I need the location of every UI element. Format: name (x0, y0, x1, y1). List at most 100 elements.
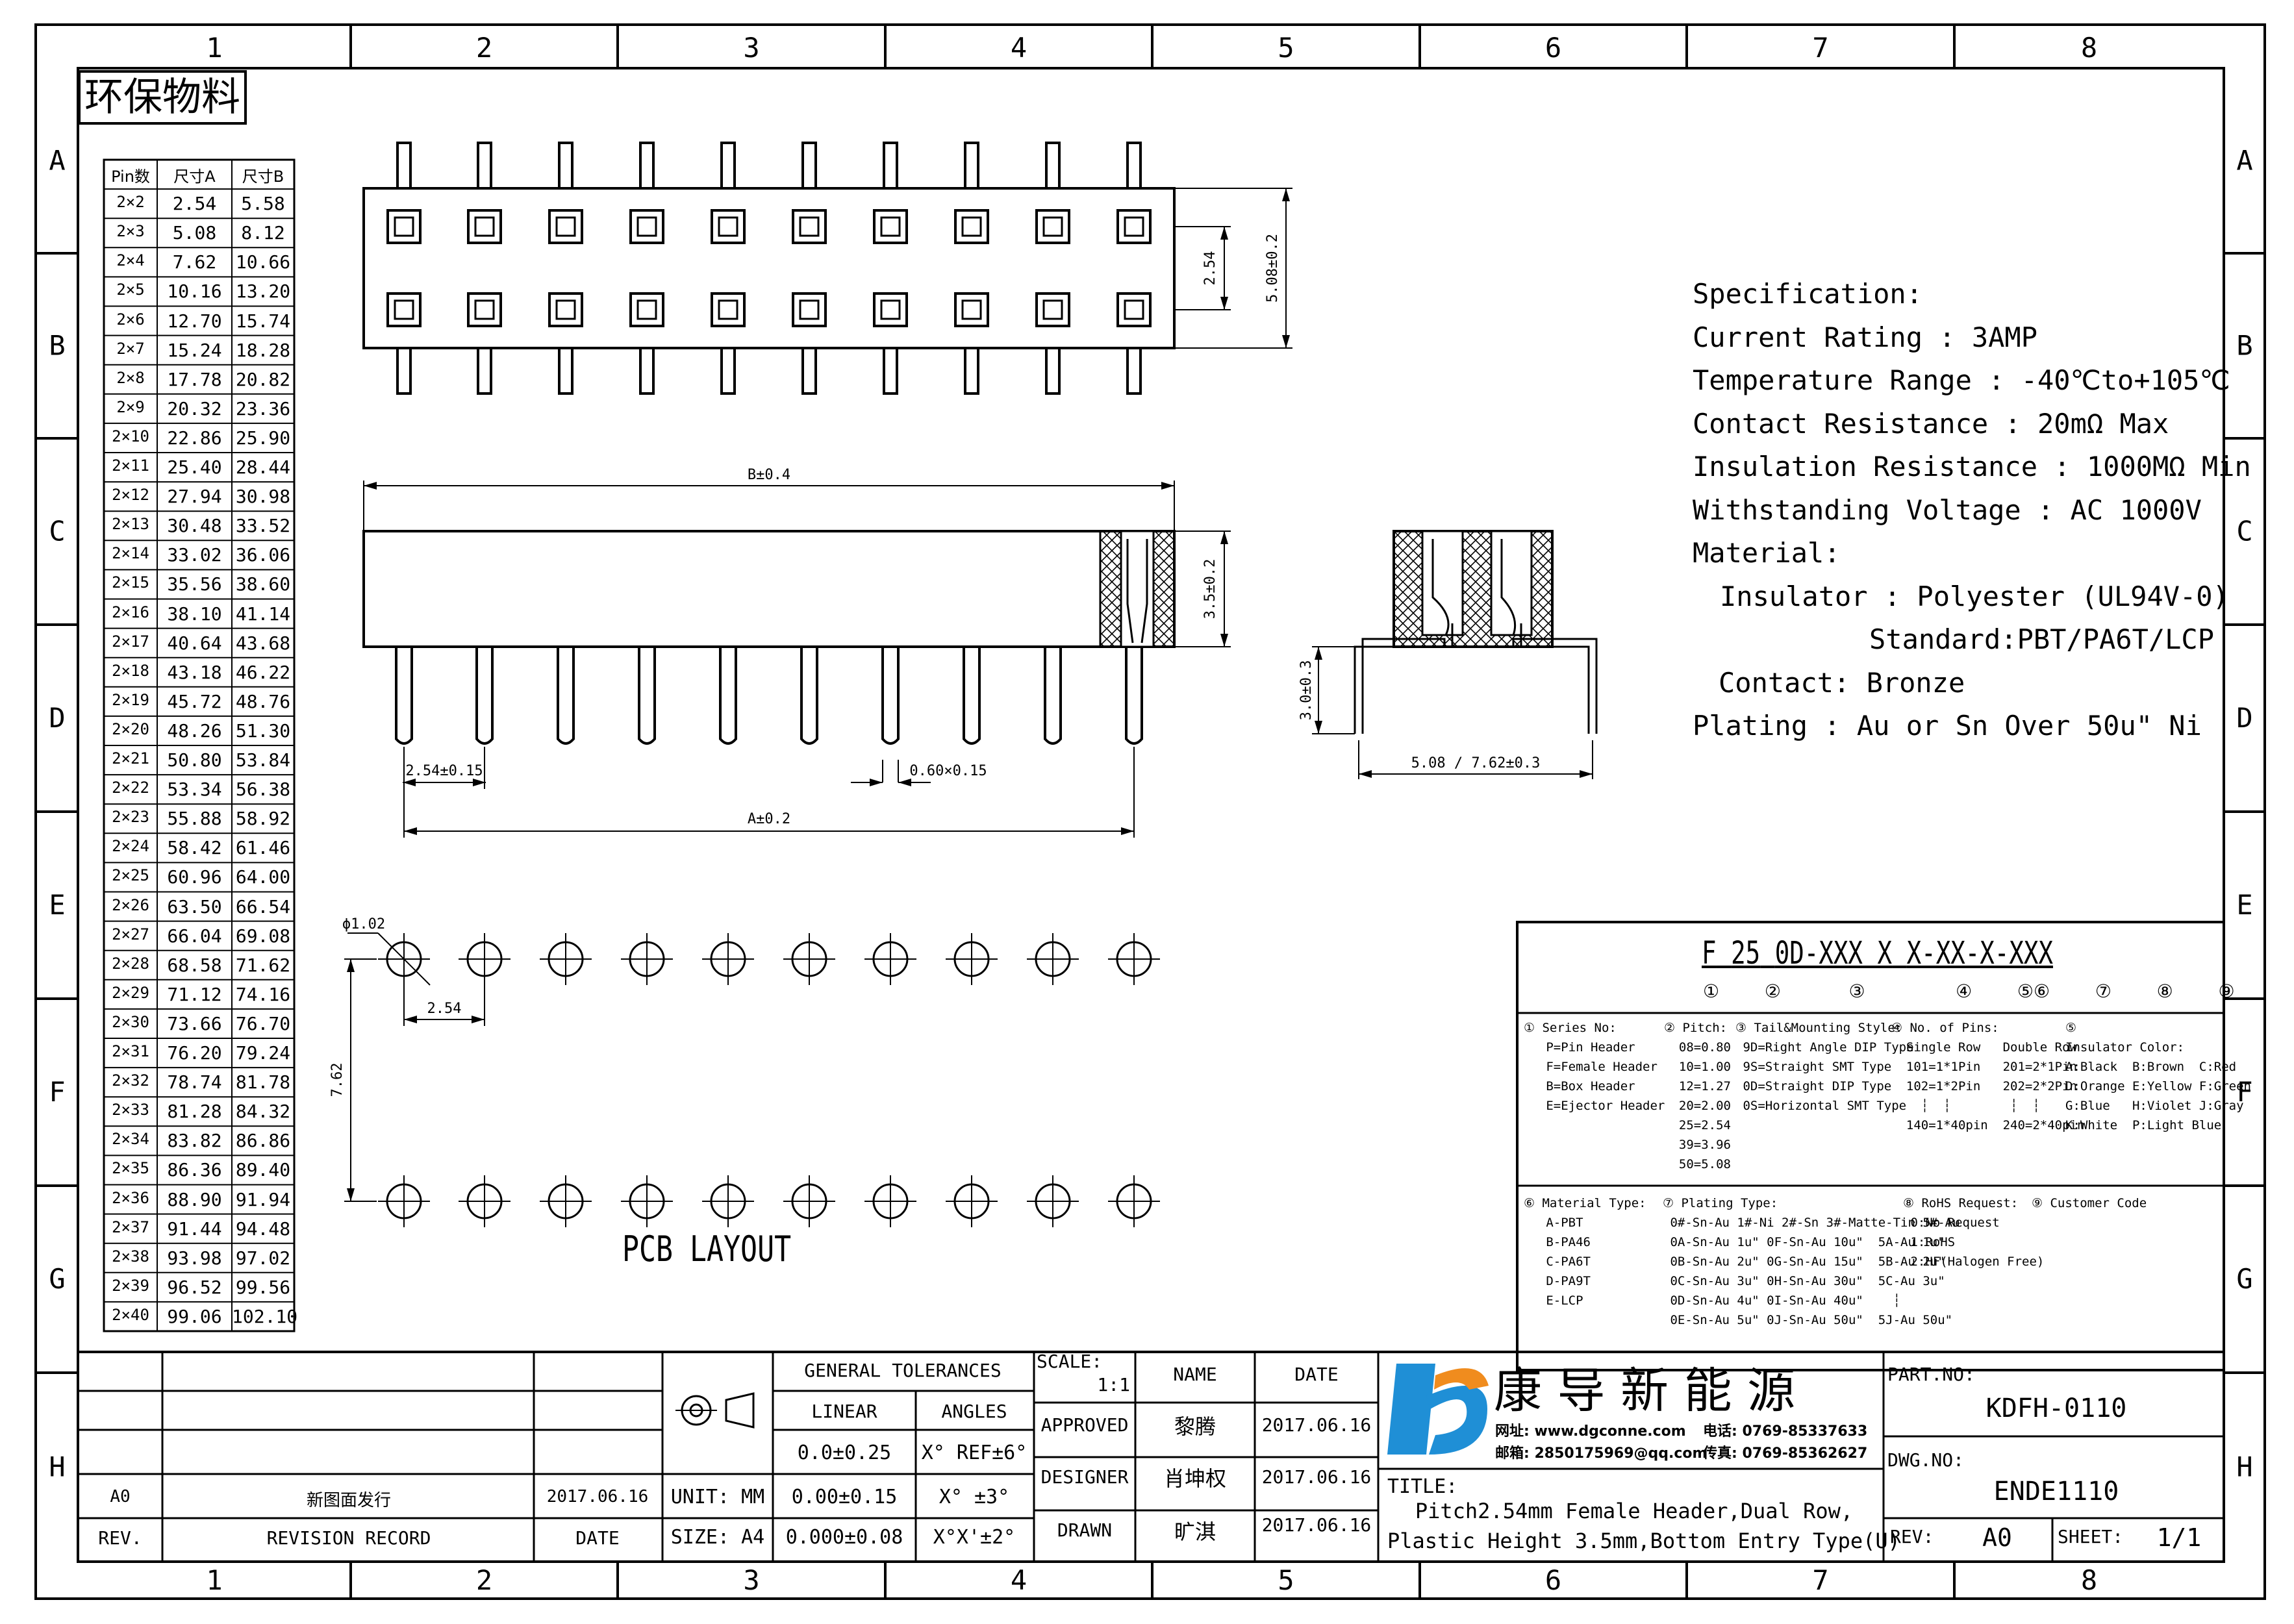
spec-material: Material: (1693, 537, 1841, 569)
logo-bar-icon (1387, 1364, 1435, 1455)
pin-table-cell: 69.08 (235, 925, 291, 947)
spec-plating: Plating : Au or Sn Over 50u" Ni (1693, 710, 2202, 742)
pcb-layout-view: ϕ1.022.547.62 (329, 916, 1160, 1227)
legend-plating: ⑦ Plating Type: 0#-Sn-Au 1#-Ni 2#-Sn 3#-… (1663, 1196, 1960, 1327)
front-pin (719, 647, 737, 745)
top-pin-hole-outer (1035, 209, 1070, 244)
pin-table-cell: 84.32 (235, 1101, 291, 1123)
company-logo-icon (1387, 1364, 1489, 1455)
top-pin-hole-outer (1116, 209, 1152, 244)
top-pin-hole-inner (880, 216, 901, 237)
pin-table-cell: 81.78 (235, 1071, 291, 1093)
dim-text-2-54: 2.54 (1202, 251, 1218, 286)
pin-table-cell: 2×29 (112, 983, 149, 1002)
dwgno-label: DWG.NO: (1887, 1449, 1965, 1471)
pin-table-cell: 10.16 (167, 281, 222, 303)
pin-table-header: Pin数 (111, 168, 150, 186)
zone-row-left: F (49, 1076, 65, 1108)
top-pin-hole-outer (386, 209, 422, 244)
pin-table-cell: 96.52 (167, 1276, 222, 1298)
title-block-grid (78, 921, 2225, 1562)
spec-insulator: Insulator : Polyester (UL94V-0) (1720, 580, 2229, 612)
pin-table-cell: 46.22 (235, 661, 291, 683)
sheet-label: SHEET: (2058, 1526, 2124, 1547)
top-pin-lead-lower (1126, 347, 1142, 395)
spec-standard: Standard:PBT/PA6T/LCP (1869, 623, 2215, 655)
top-pin-hole-inner (961, 299, 982, 320)
tol-ang-3: X°X'±2° (933, 1526, 1016, 1549)
logo-swoosh-icon (1434, 1368, 1489, 1390)
size-label: SIZE: A4 (670, 1526, 765, 1549)
top-pin-hole-outer (467, 209, 502, 244)
top-pin-hole-inner (474, 216, 495, 237)
top-pin-hole-outer (792, 292, 827, 327)
tol-linear: LINEAR (811, 1401, 877, 1422)
name-hdr: NAME (1173, 1364, 1217, 1385)
zone-col-top: 7 (1812, 32, 1828, 64)
pin-table-cell: 76.20 (167, 1042, 222, 1064)
pin-table-cell: 2×24 (112, 837, 149, 856)
front-contact (1126, 539, 1148, 643)
pin-table-cell: 58.42 (167, 837, 222, 859)
pin-table-cell: 2×13 (112, 515, 149, 534)
pin-table-cell: 15.74 (235, 310, 291, 332)
top-pin-hole-inner (637, 299, 657, 320)
pin-table-cell: 2×27 (112, 925, 149, 943)
pin-table-cell: 2×10 (112, 427, 149, 445)
pin-table-cell: 64.00 (235, 866, 291, 888)
zone-row-left: G (49, 1263, 65, 1295)
top-pin-lead-upper (558, 142, 574, 190)
tol-angles: ANGLES (941, 1401, 1007, 1422)
pin-table-cell: 2×25 (112, 866, 149, 885)
top-pin-hole-inner (474, 299, 495, 320)
side-contact-right (1500, 539, 1517, 636)
pin-table-cell: 38.10 (167, 603, 222, 625)
pcb-layout-label: PCB LAYOUT (622, 1229, 792, 1269)
front-contact-cavity (1120, 530, 1155, 648)
top-pin-hole-outer (548, 209, 583, 244)
pin-table-cell: 48.76 (235, 690, 291, 712)
dim-text-b: B±0.4 (748, 467, 790, 483)
rev-hdr-record: REVISION RECORD (266, 1527, 431, 1549)
drawn-label: DRAWN (1057, 1519, 1113, 1541)
top-pin-hole-inner (799, 216, 820, 237)
pin-table-cell: 22.86 (167, 427, 222, 449)
top-pin-hole-inner (555, 299, 576, 320)
pin-table-cell: 5.08 (172, 222, 217, 244)
title-line-2: Plastic Height 3.5mm,Bottom Entry Type(U… (1387, 1529, 1900, 1553)
pin-table-cell: 25.40 (167, 456, 222, 478)
dwgno-value: ENDE1110 (1993, 1477, 2119, 1506)
pin-table-cell: 66.54 (235, 895, 291, 918)
pin-table-cell: 2×4 (116, 251, 145, 270)
rev-hdr: REV. (98, 1527, 142, 1549)
pin-table-cell: 91.94 (235, 1188, 291, 1210)
pin-table-cell: 56.38 (235, 779, 291, 801)
eco-stamp: 环保物料 (78, 70, 247, 125)
pin-table-cell: 66.04 (167, 925, 222, 947)
partcode-box (1516, 921, 2225, 1371)
circle-4: ④ (1956, 981, 1973, 1002)
pin-table-cell: 88.90 (167, 1188, 222, 1210)
top-pin-lead-lower (1045, 347, 1061, 395)
pin-table-cell: 12.70 (167, 310, 222, 332)
zone-col-bottom: 4 (1011, 1564, 1027, 1596)
pin-table-cell: 35.56 (167, 573, 222, 595)
zone-row-right: E (2236, 889, 2252, 921)
pin-table-cell: 73.66 (167, 1012, 222, 1034)
code-circles: ① ② ③ ④ ⑤⑥ ⑦ ⑧ ⑨ (1703, 981, 2235, 1002)
pin-table-cell: 2×36 (112, 1188, 149, 1207)
top-pin-hole-inner (394, 299, 414, 320)
zone-col-bottom: 6 (1545, 1564, 1561, 1596)
pin-table-cell: 7.62 (172, 251, 217, 273)
top-pin-hole-inner (1124, 216, 1144, 237)
tol-ang-2: X° ±3° (939, 1486, 1010, 1508)
top-pin-hole-outer (711, 209, 746, 244)
spec-temp: Temperature Range : -40℃to+105℃ (1693, 364, 2230, 396)
pin-table-cell: 18.28 (235, 339, 291, 361)
top-pin-lead-upper (801, 142, 817, 190)
spec-contact: Contact: Bronze (1719, 666, 1965, 699)
top-pin-hole-outer (629, 292, 664, 327)
pin-table-cell: 40.64 (167, 632, 222, 654)
